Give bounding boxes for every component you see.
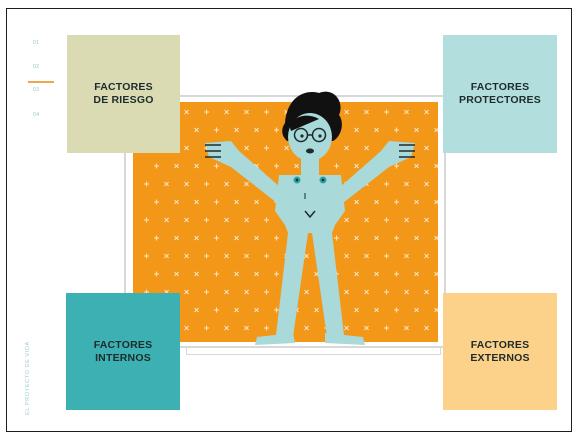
pattern-mark	[435, 236, 438, 240]
pattern-mark	[144, 218, 149, 223]
pattern-mark	[185, 146, 189, 150]
pattern-mark	[435, 308, 438, 312]
pattern-mark	[175, 200, 179, 204]
pattern-mark	[435, 128, 438, 132]
pattern-mark	[175, 272, 179, 276]
nav-item-3[interactable]: 03	[33, 87, 40, 93]
pattern-mark	[165, 254, 169, 258]
pattern-mark	[154, 272, 159, 277]
card-factores-de-riesgo[interactable]: FACTORES DE RIESGO	[67, 35, 180, 153]
pattern-mark	[425, 290, 429, 294]
pattern-mark	[185, 182, 189, 186]
pattern-mark	[154, 164, 159, 169]
pattern-mark	[425, 218, 429, 222]
pattern-mark	[435, 164, 438, 168]
pattern-mark	[435, 272, 438, 276]
nav-item-4[interactable]: 04	[33, 112, 40, 118]
pattern-mark	[154, 236, 159, 241]
pattern-mark	[435, 200, 438, 204]
woman-illustration	[195, 85, 425, 350]
pattern-mark	[185, 326, 189, 330]
pattern-mark	[185, 254, 189, 258]
pattern-mark	[165, 218, 169, 222]
nav-active-indicator	[28, 81, 54, 83]
pattern-mark	[175, 164, 179, 168]
card-factores-externos[interactable]: FACTORES EXTERNOS	[443, 293, 557, 410]
card-factores-protectores[interactable]: FACTORES PROTECTORES	[443, 35, 557, 153]
pattern-mark	[425, 146, 429, 150]
pattern-mark	[425, 254, 429, 258]
pattern-mark	[175, 236, 179, 240]
pattern-mark	[425, 182, 429, 186]
pattern-mark	[144, 182, 149, 187]
nav-item-1[interactable]: 01	[33, 40, 40, 46]
pattern-mark	[154, 200, 159, 205]
pattern-mark	[185, 110, 189, 114]
pattern-mark	[425, 110, 429, 114]
nav-item-2[interactable]: 02	[33, 64, 40, 70]
pattern-mark	[185, 218, 189, 222]
pattern-mark	[185, 290, 189, 294]
pattern-mark	[144, 254, 149, 259]
vertical-section-label: EL PROYECTO DE VIDA	[25, 341, 31, 415]
card-factores-internos[interactable]: FACTORES INTERNOS	[66, 293, 180, 410]
pattern-mark	[165, 182, 169, 186]
pattern-mark	[425, 326, 429, 330]
